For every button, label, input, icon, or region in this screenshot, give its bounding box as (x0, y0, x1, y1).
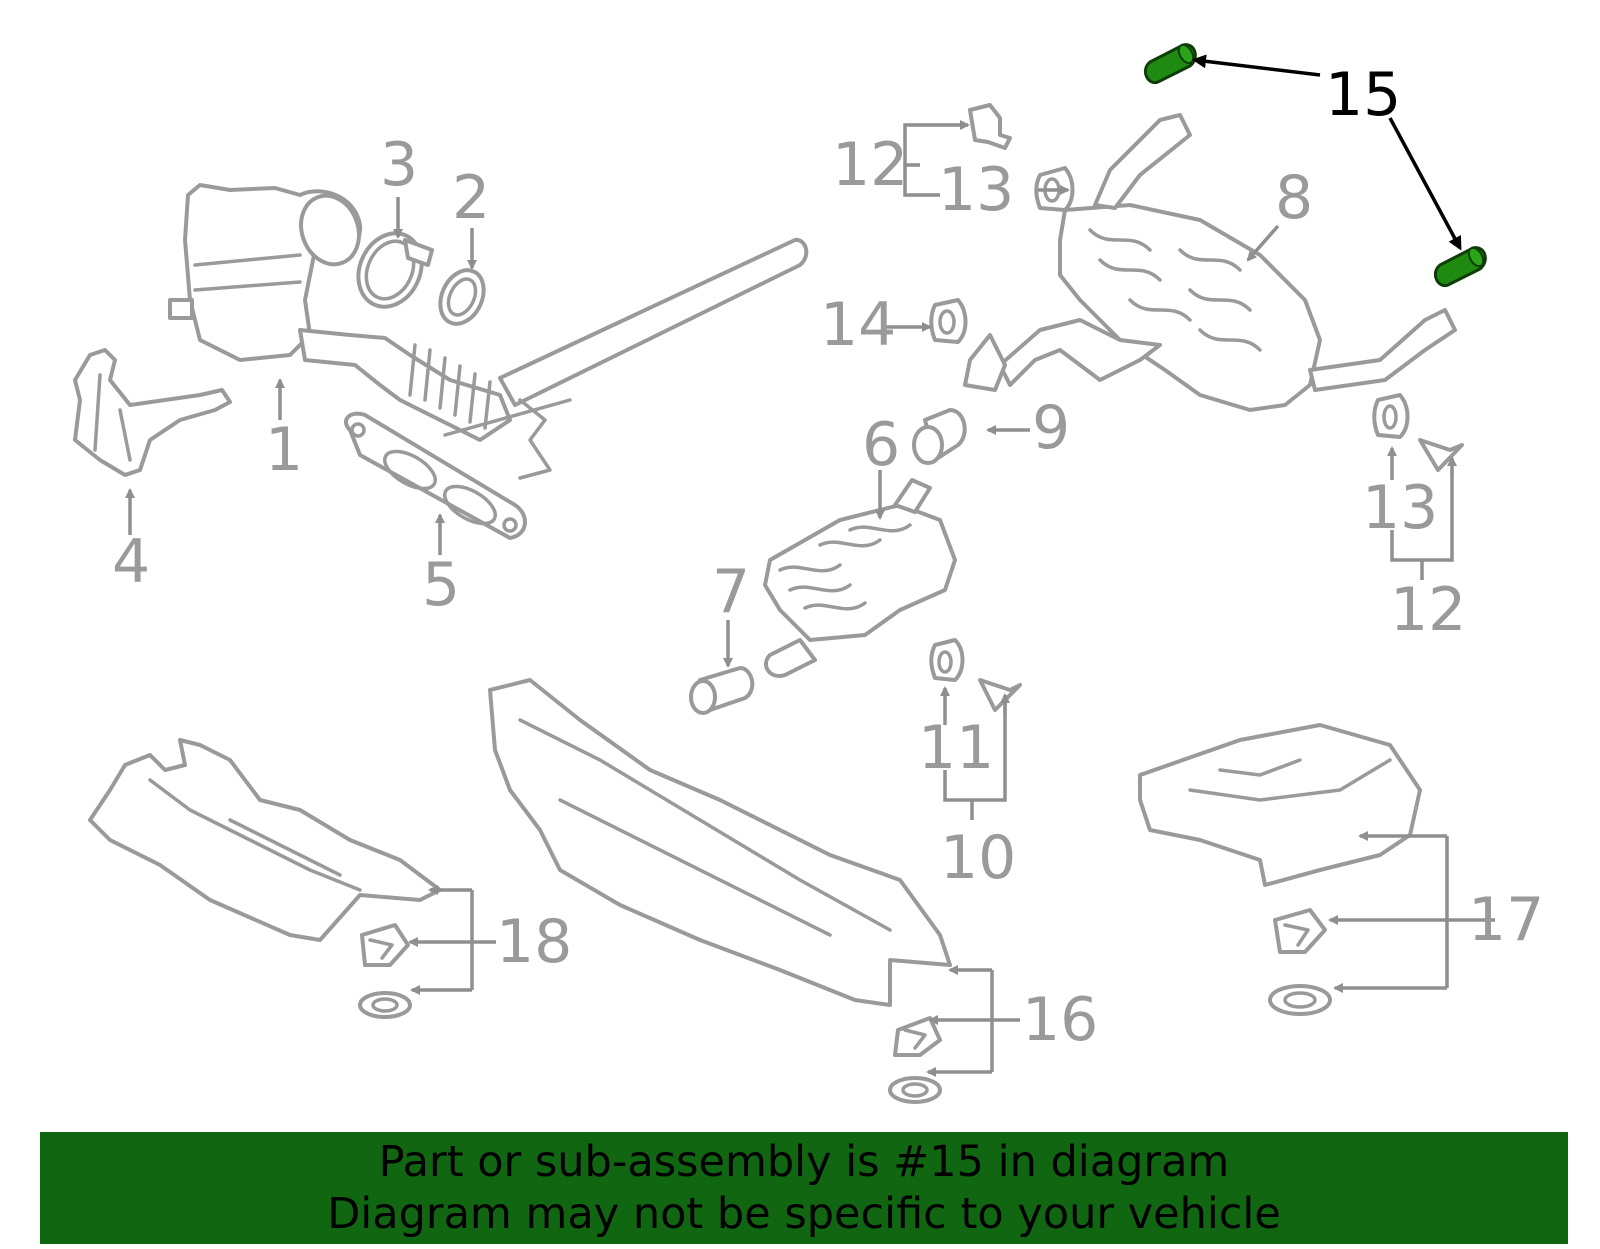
callout-18: 18 (496, 907, 572, 977)
callout-17: 17 (1468, 885, 1544, 955)
part-10-bracket (978, 678, 1022, 712)
part-18-heat-shield (88, 738, 442, 1019)
callout-12-right: 12 (1390, 575, 1466, 645)
part-17-heat-shield (1138, 723, 1422, 1016)
callout-14: 14 (820, 290, 896, 360)
part-9-clamp (912, 408, 967, 465)
callout-12-top: 12 (832, 130, 908, 200)
callout-5: 5 (422, 550, 460, 620)
part-14-hanger (929, 298, 968, 344)
callout-15: 15 (1325, 60, 1401, 130)
part-15-exhaust-tip-right (1434, 246, 1487, 288)
part-3-clamp (356, 231, 434, 309)
part-12-bracket-top (968, 103, 1012, 150)
callout-1: 1 (265, 415, 303, 485)
callout-8: 8 (1275, 163, 1313, 233)
part-4-heat-shield (73, 348, 232, 477)
part-7-clamp (689, 666, 755, 715)
part-6-center-muffler (763, 478, 957, 678)
part-1-catalytic-converter (168, 183, 809, 480)
callout-11: 11 (918, 713, 994, 783)
part-12-bracket-right (1418, 438, 1464, 472)
part-2-gasket (438, 268, 486, 326)
callout-labels: 1 2 3 4 5 6 7 8 9 10 11 12 12 13 13 14 1… (112, 60, 1544, 1055)
info-banner: Part or sub-assembly is #15 in diagram D… (40, 1132, 1568, 1244)
part-16-heat-shield (488, 678, 952, 1104)
callout-9: 9 (1032, 393, 1070, 463)
callout-13-top: 13 (938, 155, 1014, 225)
part-15-exhaust-tip-top (1144, 43, 1197, 85)
part-8-rear-muffler (963, 113, 1457, 412)
part-13-hanger-right (1372, 393, 1410, 439)
callout-7: 7 (712, 557, 750, 627)
callout-2: 2 (452, 163, 490, 233)
part-11-hanger (929, 638, 965, 682)
banner-line-2: Diagram may not be specific to your vehi… (327, 1189, 1281, 1239)
callout-6: 6 (862, 410, 900, 480)
banner-line-1: Part or sub-assembly is #15 in diagram (378, 1137, 1230, 1187)
callout-13-right: 13 (1362, 473, 1438, 543)
callout-16: 16 (1022, 985, 1098, 1055)
callout-4: 4 (112, 527, 150, 597)
callout-10: 10 (940, 823, 1016, 893)
part-5-flange-gasket (344, 411, 527, 540)
leader-lines (125, 54, 1495, 1077)
callout-3: 3 (380, 130, 418, 200)
